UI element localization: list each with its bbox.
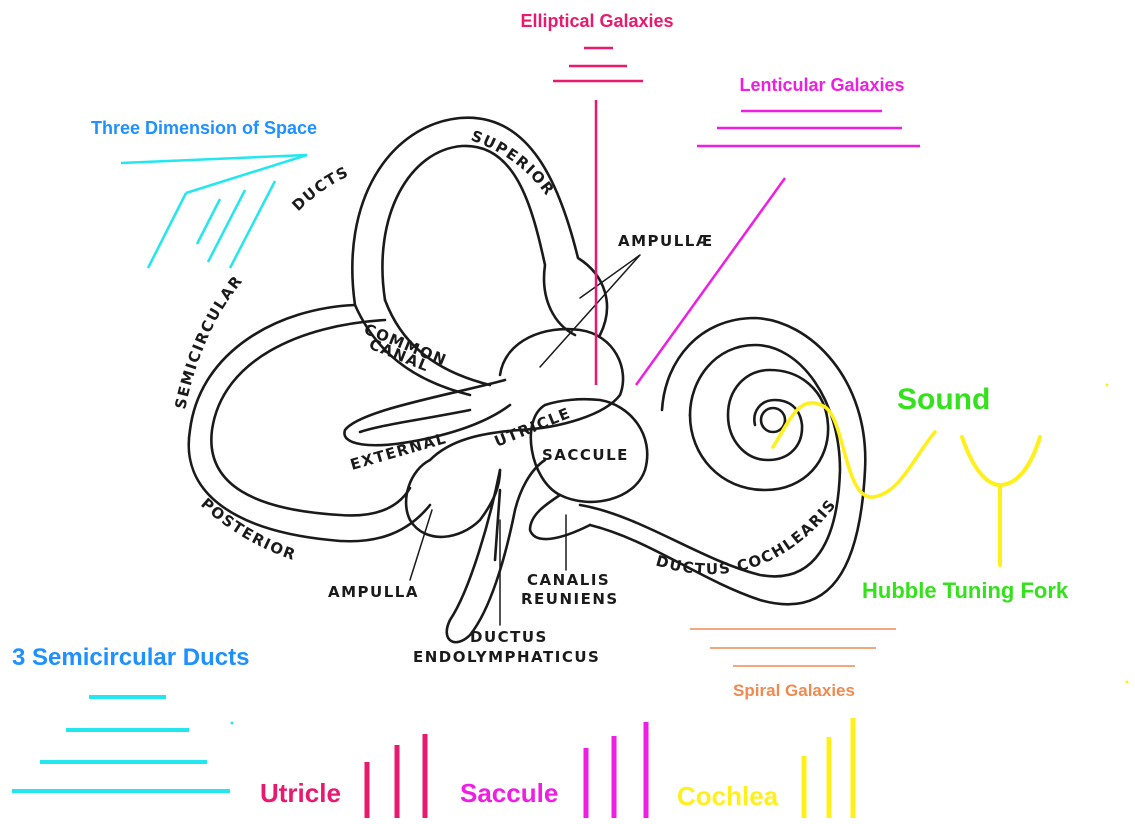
label-posterior: POSTERIOR <box>197 495 299 565</box>
three-dimension-marks <box>121 155 307 268</box>
label-ampullae: AMPULLÆ <box>618 232 714 250</box>
label-saccule: SACCULE <box>542 446 629 464</box>
tuning-fork-icon <box>962 437 1040 565</box>
dimension-axis-x <box>121 155 307 163</box>
label-external: EXTERNAL <box>348 429 449 474</box>
speck-2 <box>1126 681 1129 684</box>
speck-3 <box>231 722 234 725</box>
semicircular-ducts-marks <box>12 697 230 791</box>
semicircular-ducts-label: 3 Semicircular Ducts <box>12 644 249 671</box>
utricle-label: Utricle <box>260 778 341 808</box>
spiral-galaxies-label: Spiral Galaxies <box>733 681 855 700</box>
stray-specks <box>1106 384 1129 684</box>
speck-1 <box>1106 384 1109 387</box>
dimension-axis-z <box>148 193 186 268</box>
spiral-galaxies-marks <box>690 629 896 666</box>
cochlea-label: Cochlea <box>677 781 779 811</box>
dimension-axis-y <box>186 155 307 193</box>
label-ductus: DUCTUS <box>470 628 548 646</box>
dimension-hatch-3 <box>230 181 275 268</box>
sound-label: Sound <box>897 383 990 416</box>
cochlea-apex <box>761 408 785 432</box>
label-endolymphaticus: ENDOLYMPHATICUS <box>413 648 600 666</box>
utricle-body <box>430 329 623 460</box>
label-utricle: UTRICLE <box>492 404 574 451</box>
label-reuniens: REUNIENS <box>521 590 619 608</box>
cochlea-spiral <box>690 370 828 490</box>
label-superior: SUPERIOR <box>469 127 559 200</box>
ampullae-leader-lines <box>540 255 640 367</box>
saccule-label: Saccule <box>460 778 558 808</box>
lenticular-galaxies-label: Lenticular Galaxies <box>739 75 904 95</box>
elliptical-galaxies-label: Elliptical Galaxies <box>520 11 673 31</box>
label-ducts: DUCTS <box>288 162 351 214</box>
saccule-marks <box>586 722 646 818</box>
dimension-hatch-1 <box>197 199 220 244</box>
label-ductus-cochlearis: DUCTUS COCHLEARIS <box>654 495 840 578</box>
superior-canal-outer <box>352 118 607 335</box>
utricle-marks <box>367 734 425 818</box>
cochlea-marks <box>804 718 853 818</box>
label-ampulla: AMPULLA <box>328 583 419 601</box>
label-semicircular: SEMICIRCULAR <box>171 271 246 410</box>
label-canalis: CANALIS <box>527 571 610 589</box>
three-dimension-label: Three Dimension of Space <box>91 118 317 138</box>
hubble-tuning-fork-label: Hubble Tuning Fork <box>862 578 1069 603</box>
lenticular-pointer <box>636 178 785 385</box>
